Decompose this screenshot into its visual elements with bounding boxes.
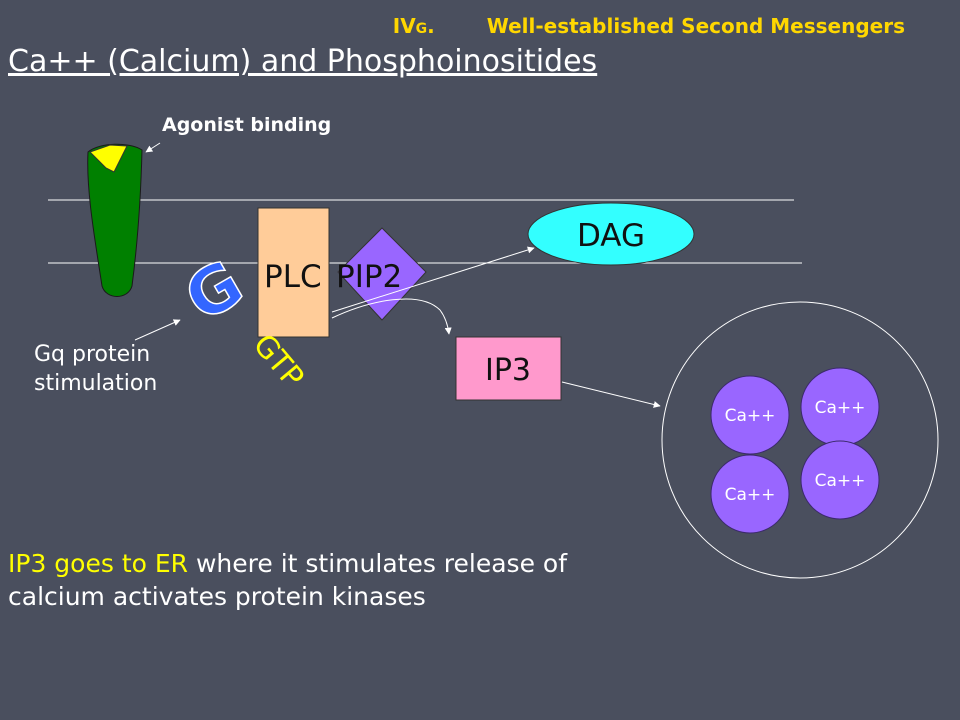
pip2-to-ip3-arrow: [331, 298, 452, 335]
summary-line2: calcium activates protein kinases: [8, 582, 426, 611]
summary-line1-rest: where it stimulates release of: [188, 549, 567, 578]
pip2-label: PIP2: [336, 259, 402, 295]
ca-label: Ca++: [815, 471, 866, 491]
ip3-box: [455, 336, 562, 401]
section-title: Well-established Second Messengers: [486, 14, 905, 38]
gq-label-line1: Gq protein: [34, 342, 151, 367]
gq-arrow: [134, 319, 181, 341]
gtp-label: GTP: [246, 328, 310, 395]
summary-line1: IP3 goes to ER where it stimulates relea…: [8, 547, 688, 580]
agonist-ligand-shape: [89, 144, 128, 173]
gq-protein-label: Gq protein stimulation: [34, 340, 157, 398]
er-circle: [661, 301, 939, 579]
ip3-to-er-arrow: [561, 381, 661, 408]
pip2-diamond: [337, 227, 427, 321]
receptor-shape: [87, 143, 143, 297]
ca-label: Ca++: [815, 398, 866, 418]
agonist-arrow: [145, 142, 161, 153]
ca-circle: [710, 375, 790, 455]
g-protein-letter: G: [173, 247, 255, 337]
plc-box: [257, 207, 330, 338]
section-number: IVG.: [392, 14, 435, 38]
dag-label: DAG: [577, 218, 645, 254]
pip2-to-dag-arrow: [331, 246, 535, 313]
ca-circle: [800, 440, 880, 520]
ip3-label: IP3: [485, 353, 531, 388]
dag-ellipse: [527, 202, 695, 266]
slide-title: Ca++ (Calcium) and Phosphoinositides: [8, 44, 598, 79]
agonist-label: Agonist binding: [162, 114, 332, 136]
gq-label-line2: stimulation: [34, 371, 158, 396]
summary-text: IP3 goes to ER where it stimulates relea…: [8, 547, 688, 613]
ca-label: Ca++: [725, 406, 776, 426]
section-header: IVG. Well-established Second Messengers: [0, 14, 905, 38]
plc-label: PLC: [264, 259, 322, 295]
ca-circle: [710, 454, 790, 534]
ca-label: Ca++: [725, 485, 776, 505]
summary-highlight: IP3 goes to ER: [8, 549, 189, 578]
